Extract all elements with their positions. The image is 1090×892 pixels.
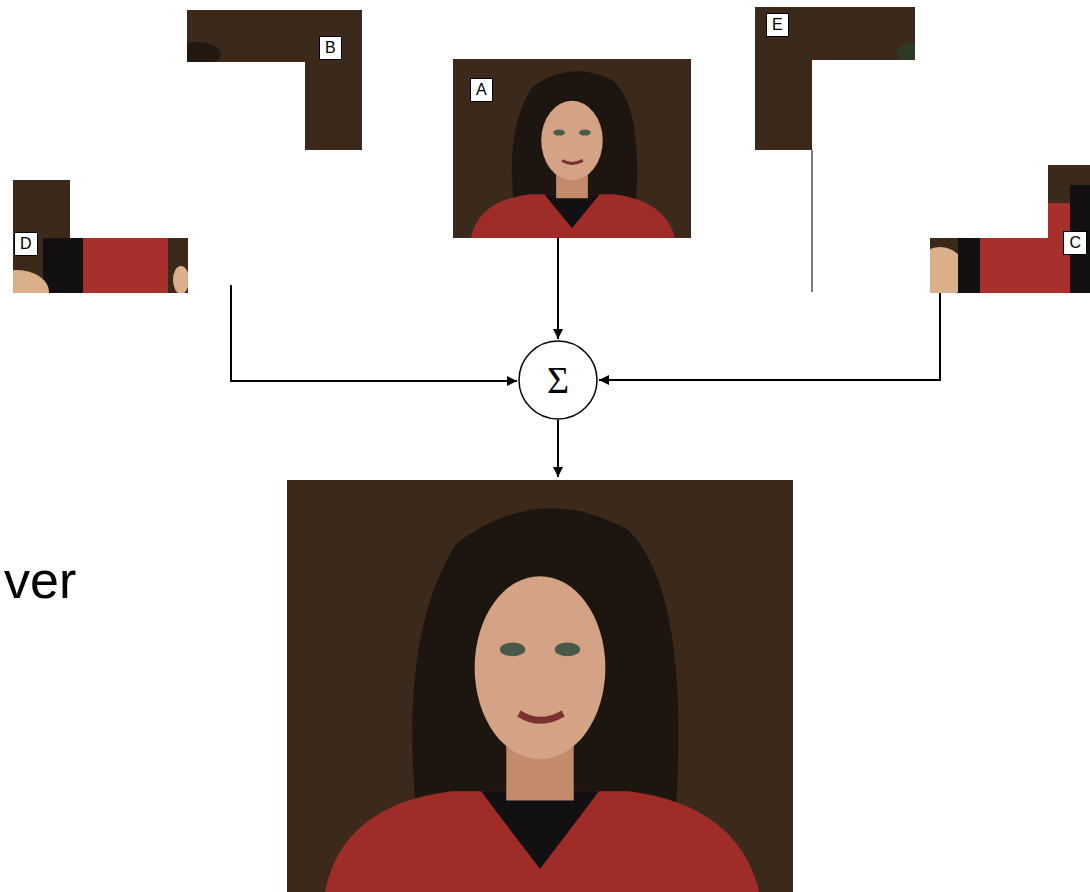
partial-text: ver bbox=[4, 550, 76, 610]
image-piece-c: C bbox=[930, 165, 1090, 293]
image-piece bbox=[13, 180, 188, 293]
signal-arrow bbox=[557, 238, 559, 339]
signal-arrow bbox=[599, 293, 940, 380]
sum-circle: Σ bbox=[518, 340, 598, 420]
image-piece bbox=[187, 10, 362, 150]
image-label: B bbox=[319, 36, 342, 60]
image-label: D bbox=[14, 232, 38, 256]
image-piece bbox=[930, 165, 1090, 293]
image-label: C bbox=[1063, 231, 1087, 255]
image-label: E bbox=[766, 13, 789, 37]
image-piece-a: A bbox=[453, 59, 691, 238]
image-piece-b: B bbox=[187, 10, 362, 150]
image-piece-e: E bbox=[755, 7, 915, 150]
lead-line bbox=[812, 150, 813, 292]
input-arrow bbox=[231, 285, 517, 381]
output-image bbox=[287, 480, 793, 892]
sum-symbol: Σ bbox=[547, 360, 569, 400]
image-piece-d: D bbox=[13, 180, 188, 293]
output-arrow bbox=[557, 420, 559, 477]
image-label: A bbox=[470, 78, 493, 102]
